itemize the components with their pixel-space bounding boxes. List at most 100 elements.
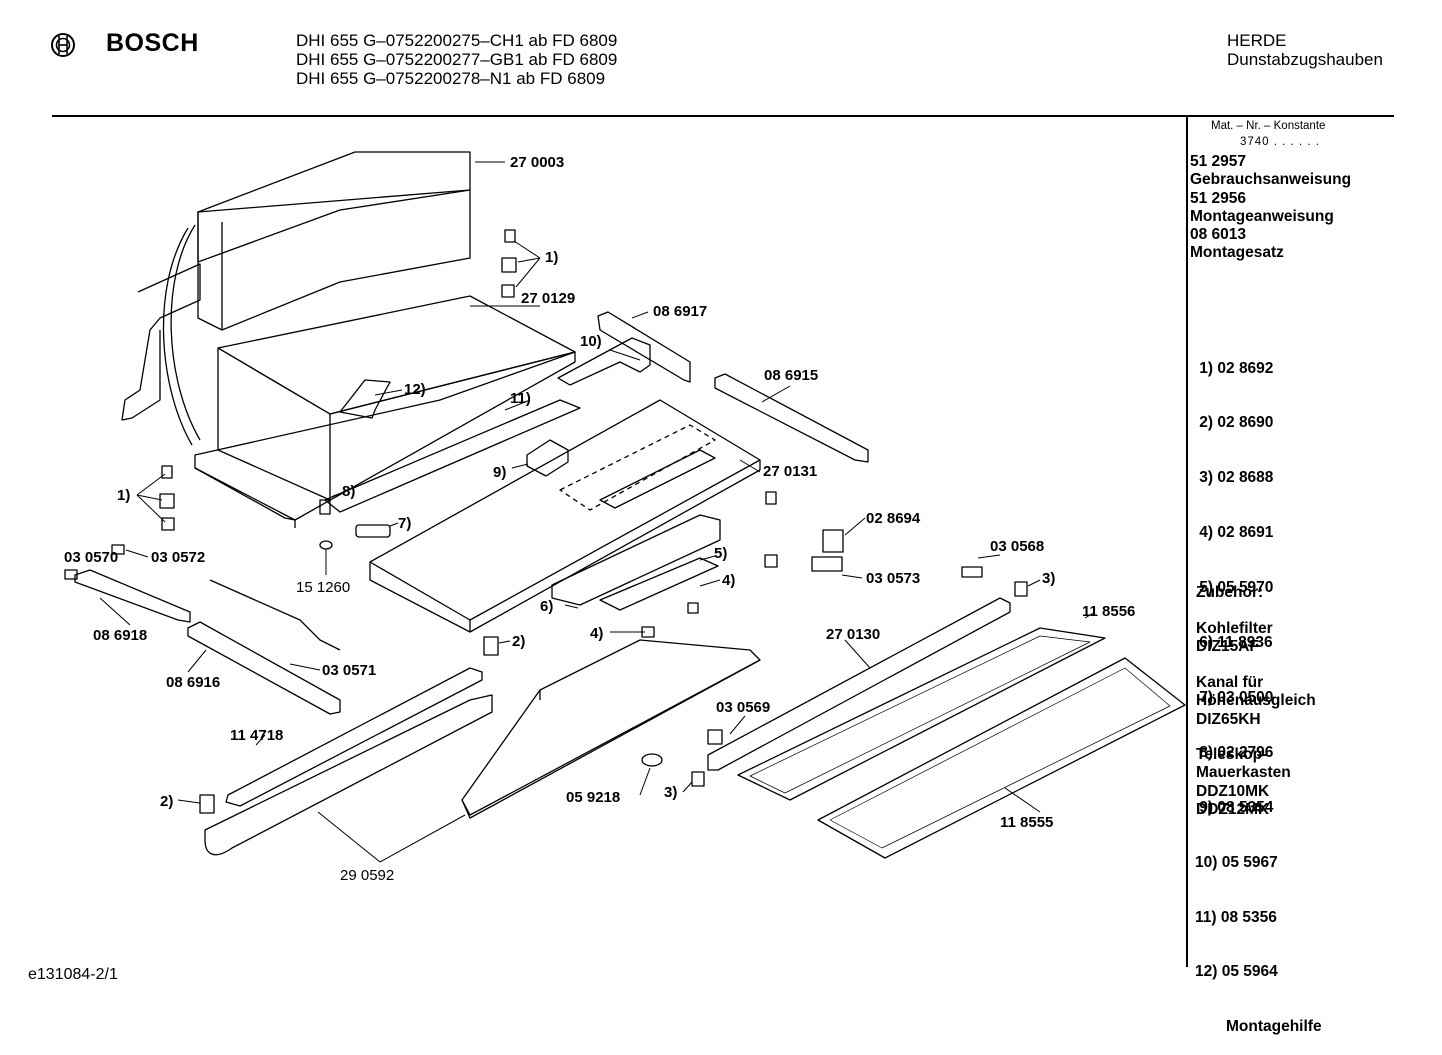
electronics-box-part — [526, 439, 569, 477]
label-030572: 03 0572 — [151, 549, 206, 566]
ref-item: 11) 08 5356 — [1195, 908, 1277, 926]
part-4-upper — [687, 602, 699, 614]
accessory-line: DDZ10MK — [1196, 782, 1270, 800]
button-part-1f — [161, 517, 175, 531]
label-151260: 15 1260 — [296, 579, 351, 596]
label-ref-12: 12) — [404, 381, 426, 398]
ref-item: 9) 08 5354 — [1195, 798, 1274, 816]
accessory-line: DIZ15AF — [1196, 638, 1259, 656]
wall-bracket-part — [121, 263, 201, 421]
model-line: DHI 655 G–0752200275–CH1 ab FD 6809 — [296, 31, 618, 50]
button-part-1a — [504, 229, 516, 243]
model-line: DHI 655 G–0752200277–GB1 ab FD 6809 — [296, 50, 618, 69]
label-030573: 03 0573 — [866, 570, 921, 587]
label-086915: 08 6915 — [764, 367, 819, 384]
cover-part — [599, 557, 719, 611]
mounting-aid-part — [339, 379, 391, 419]
docs-list: 51 2957 Gebrauchsanweisung 51 2956 Monta… — [1190, 153, 1351, 263]
doc-number: 51 2957 — [1190, 153, 1247, 170]
lamp-cover-part-059218 — [641, 753, 663, 767]
screw-part-center — [765, 491, 777, 505]
label-270129: 27 0129 — [521, 290, 576, 307]
label-ref-2-mid: 2) — [512, 633, 526, 650]
label-ref-5: 5) — [714, 545, 728, 562]
screw-part-8 — [319, 499, 331, 515]
button-part-1c — [501, 284, 515, 298]
accessory-line: DDZ12MK — [1196, 800, 1270, 818]
connector-part-028694 — [822, 529, 844, 553]
category-subtitle: Dunstabzugshauben — [1227, 50, 1383, 69]
bar-part — [225, 667, 483, 807]
lower-frame-part — [369, 399, 761, 633]
profile-part — [204, 694, 493, 856]
accessory-line: Höhenausgleich — [1196, 692, 1316, 710]
label-086916: 08 6916 — [166, 674, 221, 691]
model-list: DHI 655 G–0752200275–CH1 ab FD 6809 DHI … — [296, 31, 617, 88]
label-ref-3-right: 3) — [1042, 570, 1056, 587]
accessory-line: DIZ65KH — [1196, 710, 1261, 728]
rear-cover-part — [197, 151, 471, 331]
label-030569: 03 0569 — [716, 699, 771, 716]
button-part-1e — [159, 493, 175, 509]
label-ref-1-left: 1) — [117, 487, 131, 504]
clip-part-3-mid — [691, 771, 705, 787]
clip-part-030569 — [707, 729, 723, 745]
trim-strip-part — [707, 597, 1011, 771]
label-086918: 08 6918 — [93, 627, 148, 644]
rail-part-086915 — [714, 373, 869, 463]
ref-item: 3) 02 8688 — [1195, 469, 1274, 487]
cap-part-2-left — [199, 794, 215, 814]
bosch-armature-icon — [51, 33, 75, 57]
bulb-part — [764, 554, 778, 568]
label-270130: 27 0130 — [826, 626, 881, 643]
button-part-1d — [161, 465, 173, 479]
plug-part-030570 — [64, 569, 78, 580]
sheet-part — [324, 399, 581, 513]
filter-clip-part-030568 — [961, 566, 983, 578]
bosch-logo: BOSCH — [50, 29, 200, 61]
mat-header: Mat. – Nr. – Konstante — [1211, 120, 1326, 132]
label-ref-10: 10) — [580, 333, 602, 350]
label-ref-2-left: 2) — [160, 793, 174, 810]
ref-item: 8) 02 2796 — [1195, 743, 1274, 761]
label-ref-4-lower: 4) — [590, 625, 604, 642]
leader-lines — [99, 161, 1096, 863]
switch-part-030572 — [111, 544, 125, 555]
model-line: DHI 655 G–0752200278–N1 ab FD 6809 — [296, 69, 606, 88]
brand-name: BOSCH — [106, 29, 199, 57]
cable-part — [170, 224, 201, 441]
clip-part-3-right — [1014, 581, 1028, 597]
label-ref-9: 9) — [493, 464, 507, 481]
mat-code: 3740 . . . . . . — [1240, 136, 1320, 148]
document-code: e131084-2/1 — [28, 966, 118, 983]
ref-note: Montagehilfe — [1226, 1018, 1322, 1036]
lever-part — [557, 337, 651, 386]
label-ref-4-upper: 4) — [722, 572, 736, 589]
washer-part-151260 — [319, 540, 333, 550]
label-ref-11: 11) — [510, 390, 531, 407]
accessory-line: Kohlefilter — [1196, 620, 1273, 637]
label-030570: 03 0570 — [64, 549, 119, 566]
header-divider — [52, 115, 1394, 117]
doc-number: 08 6013 — [1190, 226, 1247, 244]
button-part-1b — [501, 257, 517, 273]
rail-part-086918 — [74, 569, 191, 623]
category-title: HERDE — [1227, 31, 1287, 50]
label-ref-3-mid: 3) — [664, 784, 678, 801]
grease-filter-part-118555 — [817, 657, 1186, 859]
grease-filter-part-118556 — [737, 627, 1106, 801]
label-059218: 05 9218 — [566, 789, 621, 806]
doc-title: Gebrauchsanweisung — [1190, 171, 1352, 189]
doc-title: Montagesatz — [1190, 244, 1284, 262]
ref-item: 10) 05 5967 — [1195, 853, 1278, 871]
accessory-line: Kanal für — [1196, 674, 1264, 691]
circuit-board-part — [551, 514, 721, 606]
cap-part-2-mid — [483, 636, 499, 656]
doc-number: 51 2956 — [1190, 189, 1247, 207]
label-ref-1-top: 1) — [545, 249, 559, 266]
label-ref-7: 7) — [398, 515, 412, 532]
sidebar-divider — [1186, 117, 1188, 967]
cable-part-030571 — [209, 579, 341, 651]
ref-item: 7) 03 0500 — [1195, 688, 1274, 706]
label-ref-6: 6) — [540, 598, 554, 615]
